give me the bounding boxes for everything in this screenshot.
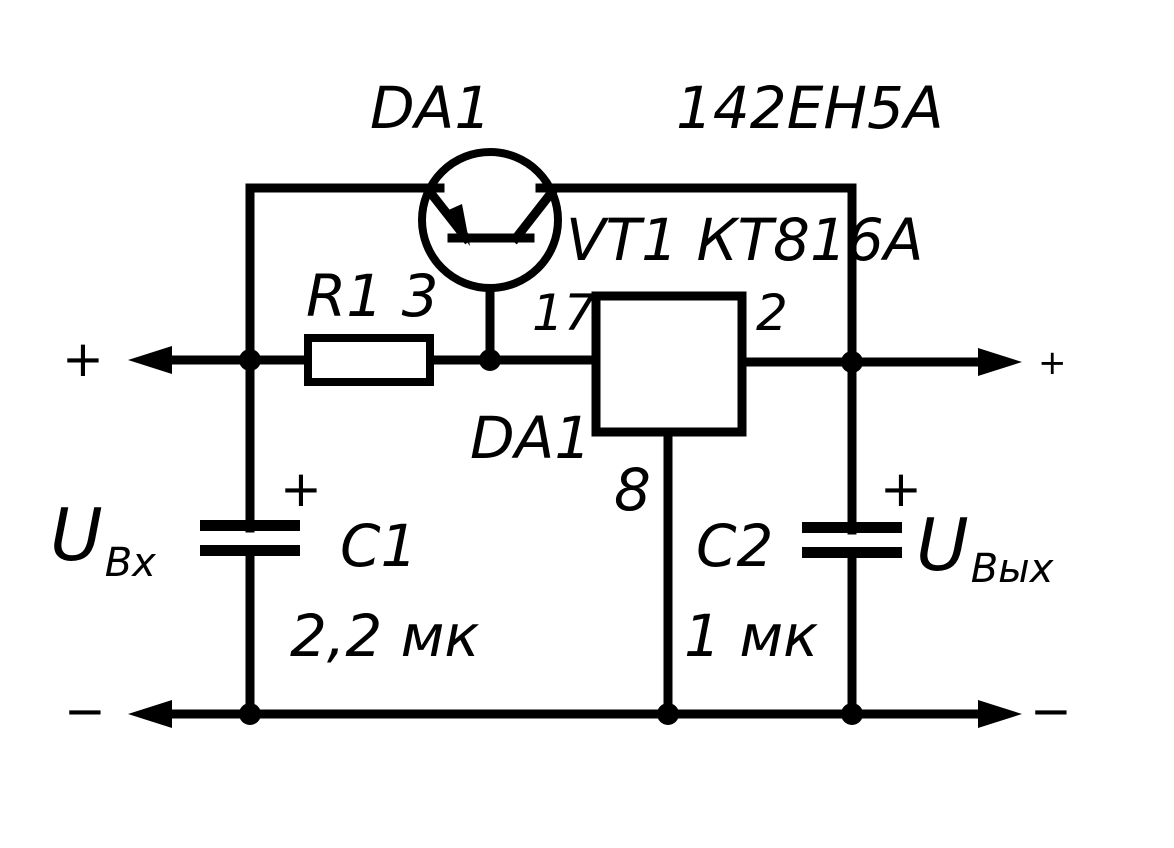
labels: DA1 142ЕН5А VT1 КТ816А R1 3 17 2 DA1 8 C…: [50, 74, 1072, 740]
c1-plate-top: [200, 520, 300, 531]
label-resistor: R1 3: [306, 262, 439, 330]
wire-top-left: [245, 183, 445, 365]
output-plus-arrow: [978, 348, 1022, 376]
capacitor-c1: [200, 520, 300, 556]
label-vout: UВых: [916, 503, 1054, 592]
label-transistor: VT1 КТ816А: [566, 206, 923, 274]
junction-base: [479, 349, 501, 371]
label-pin-2: 2: [756, 284, 788, 342]
c2-plate-top: [802, 522, 902, 533]
transistor-envelope: [418, 148, 562, 292]
label-out-plus: +: [1038, 343, 1067, 383]
terminal-arrows: [128, 346, 1022, 728]
junction-output: [841, 351, 863, 373]
c2-plate-bottom: [802, 547, 902, 558]
c1-plate-bottom: [200, 545, 300, 556]
transistor-collector: [509, 185, 559, 245]
label-pin-8: 8: [614, 456, 651, 524]
label-c2-value: 1 мк: [684, 602, 818, 670]
resistor-r1: [304, 334, 434, 386]
label-da1-top: DA1: [370, 74, 491, 142]
junctions: [239, 349, 863, 725]
label-c1-plus: +: [280, 460, 322, 518]
label-out-minus: −: [1030, 682, 1072, 740]
label-in-minus: −: [64, 682, 106, 740]
label-ic-part: 142ЕН5А: [676, 74, 944, 142]
label-vin: UВх: [50, 493, 156, 586]
label-c1-name: C1: [340, 512, 417, 580]
junction-ground-mid: [657, 703, 679, 725]
transistor-vt1: [417, 148, 565, 292]
label-da1-mid: DA1: [470, 404, 591, 472]
input-minus-arrow: [128, 700, 172, 728]
input-plus-arrow: [128, 346, 172, 374]
junction-input: [239, 349, 261, 371]
label-c2-plus: +: [880, 460, 922, 518]
regulator-ic-box: [591, 291, 747, 437]
output-minus-arrow: [978, 700, 1022, 728]
label-pin-17: 17: [532, 284, 596, 342]
label-c1-value: 2,2 мк: [290, 602, 479, 670]
wire-top-right: [535, 183, 857, 367]
emitter-arrow: [444, 204, 470, 246]
label-c2-name: C2: [696, 512, 773, 580]
junction-ground-right: [841, 703, 863, 725]
label-in-plus: +: [62, 330, 104, 388]
junction-ground-left: [239, 703, 261, 725]
capacitor-c2: [802, 522, 902, 558]
